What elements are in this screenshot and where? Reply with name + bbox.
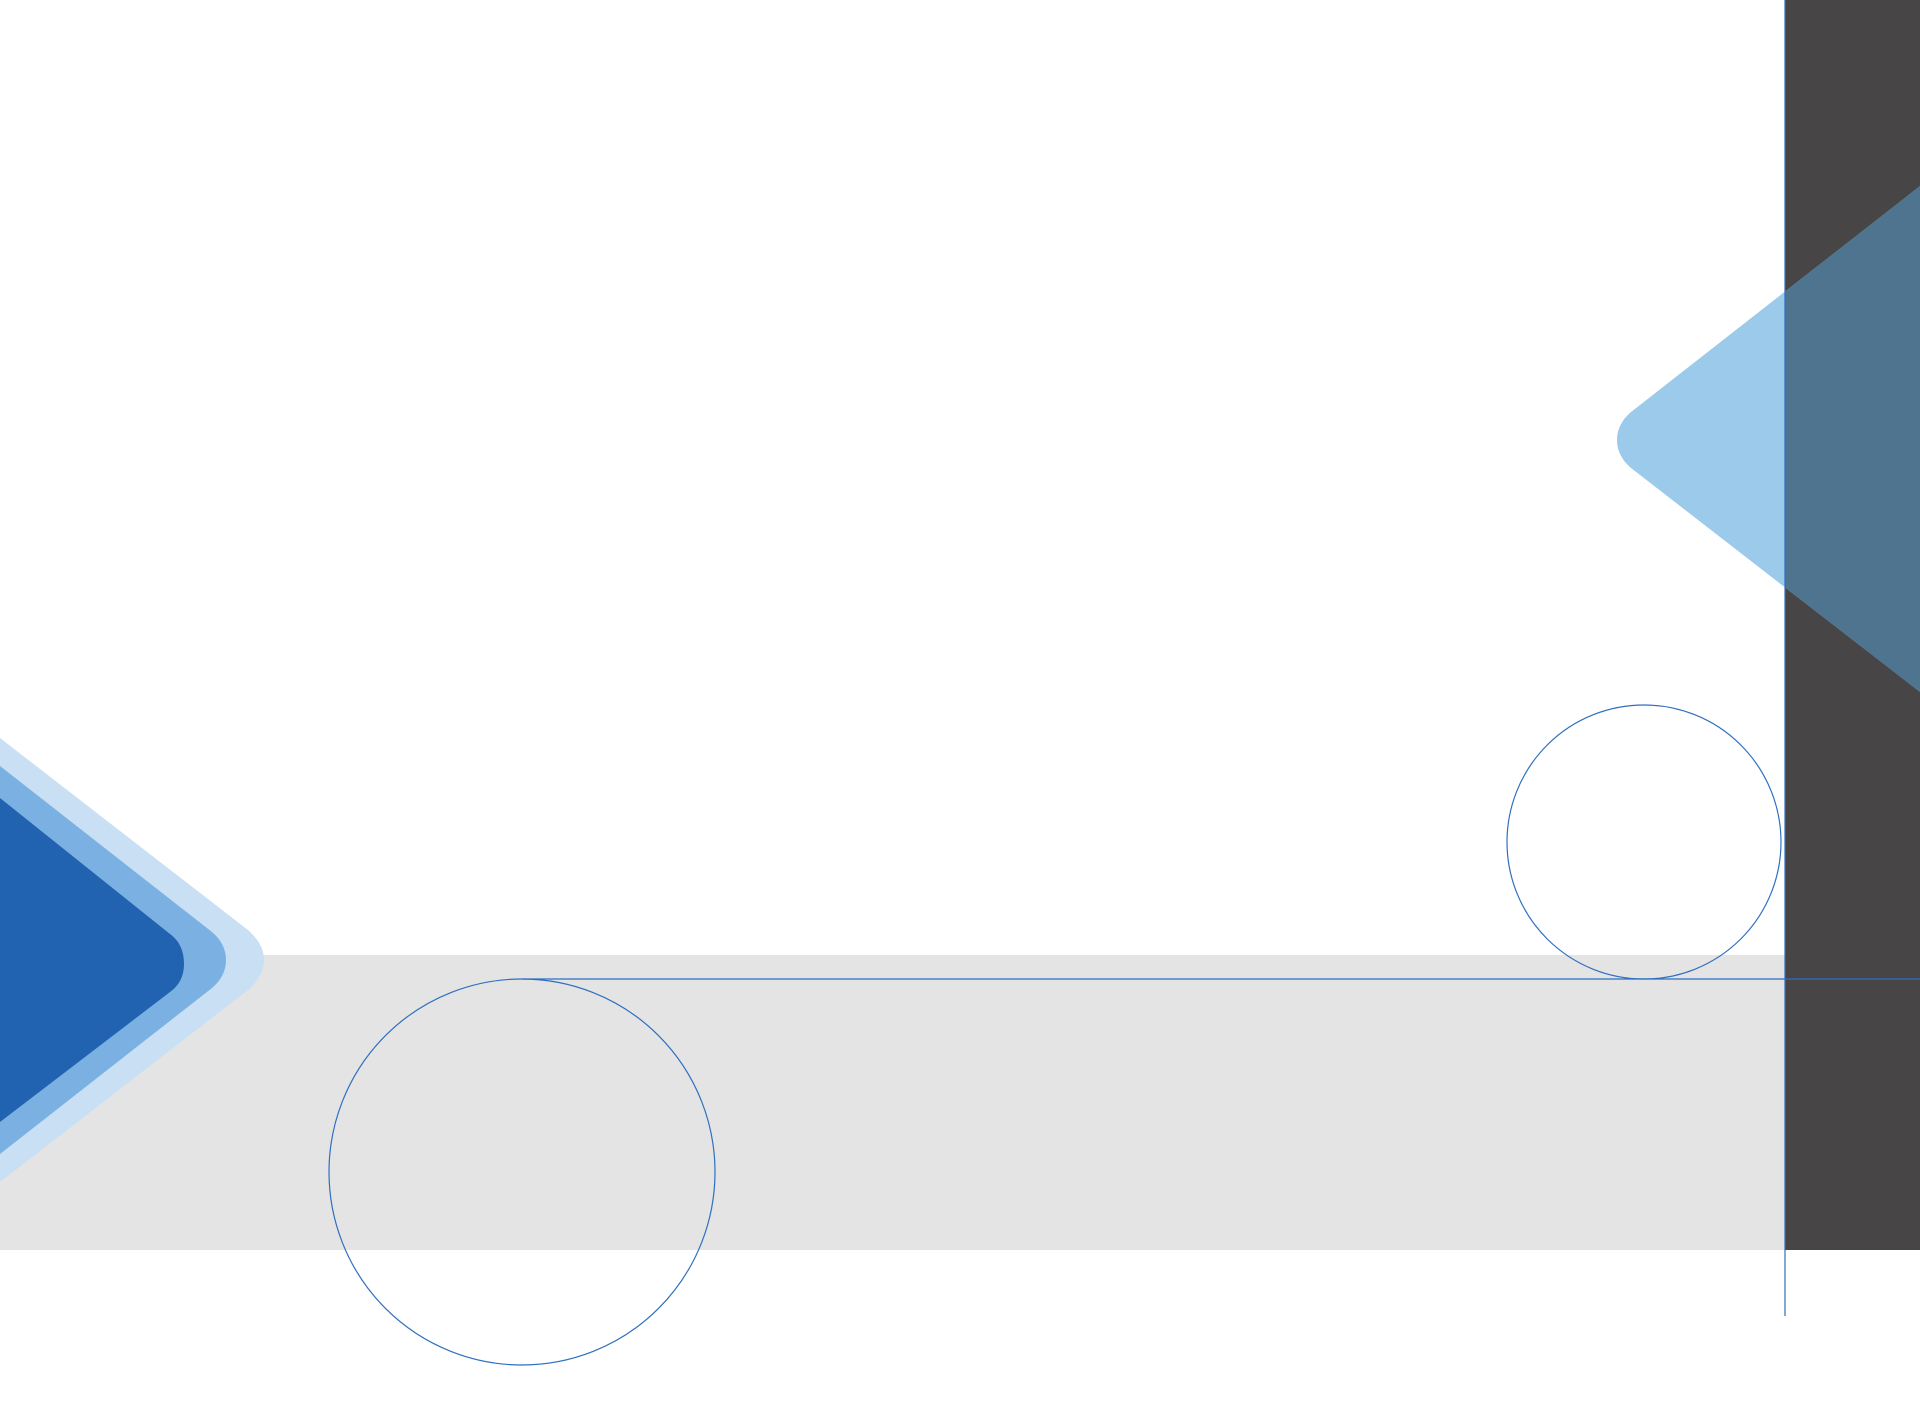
small-circle-outline [1506, 704, 1782, 980]
grey-band [0, 955, 1785, 1250]
arrow-dark-overlap [1785, 186, 1920, 692]
left-chevron-icon [0, 738, 264, 1182]
right-arrow-icon [1617, 186, 1920, 692]
chevron-inner-layer [0, 798, 184, 1122]
large-circle-outline [328, 978, 716, 1366]
